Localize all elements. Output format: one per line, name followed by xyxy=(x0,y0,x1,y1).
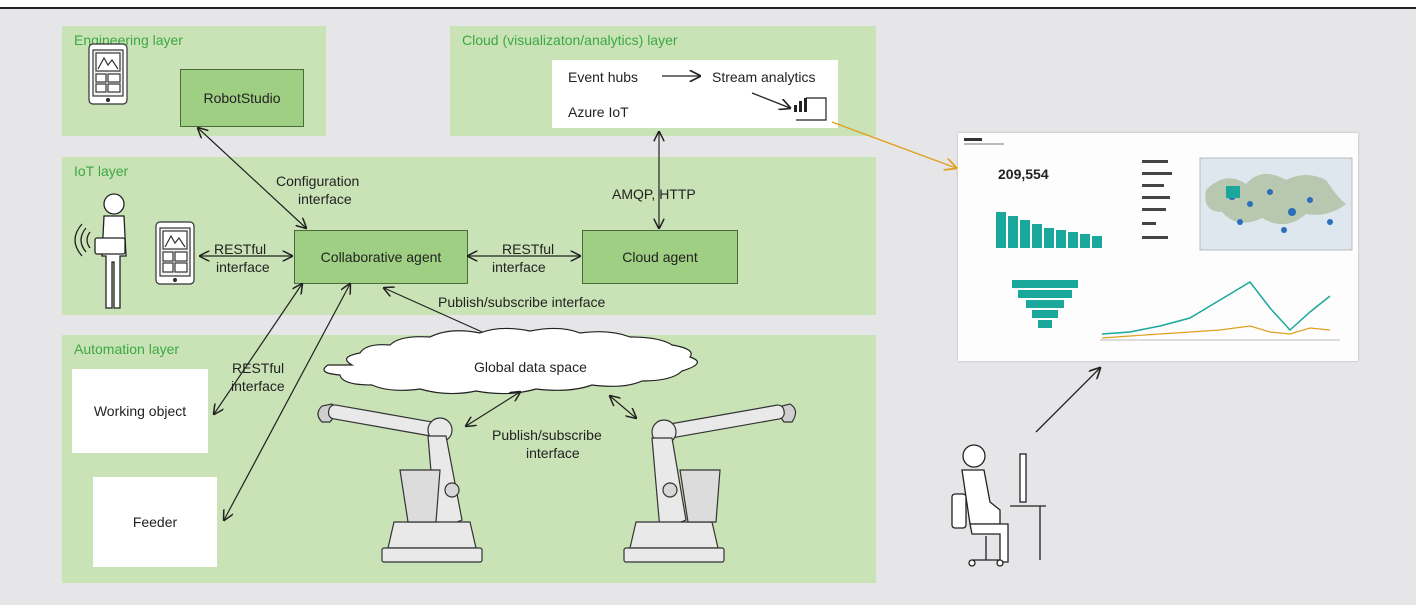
iot-layer-title: IoT layer xyxy=(74,163,129,179)
restful-automation-label-line1: RESTful xyxy=(232,360,285,376)
global-data-space-cloud xyxy=(323,327,698,395)
restful-cloud-label-line1: RESTful xyxy=(502,241,555,257)
tablet-icon xyxy=(155,221,195,285)
configuration-interface-label-line2: interface xyxy=(298,191,352,207)
global-data-space-label: Global data space xyxy=(474,359,587,375)
restful-tablet-label-line2: interface xyxy=(216,259,270,275)
stream-to-powerbi-arrow xyxy=(751,92,790,108)
restful-cloud-label-line2: interface xyxy=(492,259,546,275)
restful-tablet-label-line1: RESTful xyxy=(214,241,267,257)
robot-arm-icon xyxy=(623,403,797,563)
robot-arm-icon xyxy=(317,403,483,563)
automation-layer-title: Automation layer xyxy=(74,341,180,357)
pubsub-arrow xyxy=(384,288,500,340)
cloud-layer-title: Cloud (visualizaton/analytics) layer xyxy=(462,32,678,48)
operator-icon xyxy=(74,193,127,309)
configuration-arrow xyxy=(198,128,306,228)
pubsub-robots-label-line2: interface xyxy=(526,445,580,461)
restful-automation-label-line2: interface xyxy=(231,378,285,394)
analyst-view-arrow xyxy=(1035,368,1100,433)
azure-iot-label: Azure IoT xyxy=(568,104,629,120)
pubsub-top-label: Publish/subscribe interface xyxy=(438,294,606,310)
feeder-box: Feeder xyxy=(93,477,217,567)
event-hubs-label: Event hubs xyxy=(568,69,639,85)
amqp-http-label: AMQP, HTTP xyxy=(612,186,696,202)
dashboard-contents xyxy=(964,138,1353,341)
pubsub-robots-label-line1: Publish/subscribe xyxy=(492,427,602,443)
robot1-pubsub-arrow xyxy=(466,392,520,426)
robot2-pubsub-arrow xyxy=(610,396,636,418)
cloud-agent-box: Cloud agent xyxy=(582,230,738,284)
dashboard-link-arrow xyxy=(831,121,956,168)
collaborative-agent-box: Collaborative agent xyxy=(294,230,468,284)
configuration-interface-label-line1: Configuration xyxy=(276,173,360,189)
analyst-at-desk-icon xyxy=(951,368,1100,567)
dashboard-kpi-value: 209,554 xyxy=(998,166,1049,182)
powerbi-icon xyxy=(794,97,827,121)
stream-analytics-label: Stream analytics xyxy=(712,69,816,85)
tablet-icon xyxy=(88,43,128,105)
working-object-box: Working object xyxy=(72,369,208,453)
robotstudio-box: RobotStudio xyxy=(180,69,304,127)
restful-feeder-arrow xyxy=(224,284,350,520)
